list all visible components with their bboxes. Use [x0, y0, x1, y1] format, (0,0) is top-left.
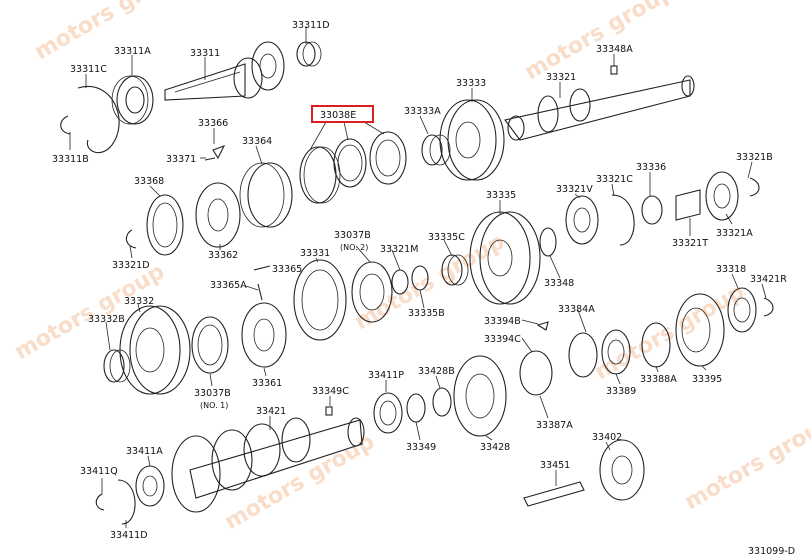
part-labels: 33311D 33311A 33311 33311C 33311B 33348A…	[52, 20, 795, 557]
label-33037b-2: 33037B	[194, 388, 231, 399]
label-33388a: 33388A	[640, 374, 677, 385]
label-33335c: 33335C	[428, 232, 465, 243]
label-33348: 33348	[544, 278, 574, 289]
label-33411a: 33411A	[126, 446, 163, 457]
label-33333a: 33333A	[404, 106, 441, 117]
label-33389: 33389	[606, 386, 636, 397]
counter-gear-group	[325, 355, 507, 437]
label-33411q: 33411Q	[80, 466, 118, 477]
label-33311d: 33311D	[292, 20, 330, 31]
label-33349c: 33349C	[312, 386, 349, 397]
label-33428: 33428	[480, 442, 510, 453]
watermark-text: motors group	[591, 279, 749, 385]
label-33451: 33451	[540, 460, 570, 471]
label-33384a: 33384A	[558, 304, 595, 315]
label-33428b: 33428B	[418, 366, 455, 377]
label-33348a: 33348A	[596, 44, 633, 55]
label-33321a: 33321A	[716, 228, 753, 239]
label-33421: 33421	[256, 406, 286, 417]
watermark-text: motors group	[31, 0, 189, 65]
label-33332: 33332	[124, 296, 154, 307]
label-33321c: 33321C	[596, 174, 633, 185]
label-33365: 33365	[272, 264, 302, 275]
label-33361: 33361	[252, 378, 282, 389]
label-33402: 33402	[592, 432, 622, 443]
label-33311: 33311	[190, 48, 220, 59]
label-33395: 33395	[692, 374, 722, 385]
diagram-code: 331099-D	[748, 546, 795, 557]
snap-ring-33311c	[77, 85, 120, 154]
synchro-group-upper	[125, 145, 293, 256]
label-33332b: 33332B	[88, 314, 125, 325]
label-33321v: 33321V	[556, 184, 593, 195]
label-33411p: 33411P	[368, 370, 404, 381]
label-33394c: 33394C	[484, 334, 521, 345]
label-33321b: 33321B	[736, 152, 773, 163]
first-gear-group	[103, 302, 287, 395]
watermark-text: motors group	[521, 0, 679, 85]
label-33336: 33336	[636, 162, 666, 173]
label-33321m: 33321M	[380, 244, 418, 255]
label-33037b-2-note: (NO. 1)	[200, 401, 228, 410]
label-33037b: 33037B	[334, 230, 371, 241]
label-33387a: 33387A	[536, 420, 573, 431]
label-33037b-note: (NO. 2)	[340, 243, 368, 252]
label-33038e[interactable]: 33038E	[320, 110, 356, 121]
label-33371: 33371	[166, 154, 196, 165]
highlight-box-33038e	[311, 105, 374, 123]
countershaft-group	[95, 417, 365, 525]
label-33321t: 33321T	[672, 238, 708, 249]
label-33331: 33331	[300, 248, 330, 259]
label-33364: 33364	[242, 136, 272, 147]
label-33321: 33321	[546, 72, 576, 83]
input-shaft-group	[60, 41, 322, 154]
label-33333: 33333	[456, 78, 486, 89]
idler-gear-group	[523, 439, 645, 507]
label-33421r: 33421R	[750, 274, 787, 285]
watermark-text: motors group	[681, 409, 811, 515]
label-33368: 33368	[134, 176, 164, 187]
label-33311c: 33311C	[70, 64, 107, 75]
leader-lines	[69, 26, 767, 528]
snap-ring-33311b	[60, 115, 71, 135]
reverse-gear-group	[519, 287, 774, 396]
output-shaft-group	[504, 65, 695, 141]
label-33321d: 33321D	[112, 260, 150, 271]
label-33311b: 33311B	[52, 154, 89, 165]
label-33411d: 33411D	[110, 530, 148, 541]
label-33335b: 33335B	[408, 308, 445, 319]
label-33394b: 33394B	[484, 316, 521, 327]
third-gear-group	[299, 99, 505, 204]
label-33335: 33335	[486, 190, 516, 201]
label-33318: 33318	[716, 264, 746, 275]
label-33349: 33349	[406, 442, 436, 453]
label-33365a: 33365A	[210, 280, 247, 291]
label-33362: 33362	[208, 250, 238, 261]
label-33311a: 33311A	[114, 46, 151, 57]
label-33366: 33366	[198, 118, 228, 129]
